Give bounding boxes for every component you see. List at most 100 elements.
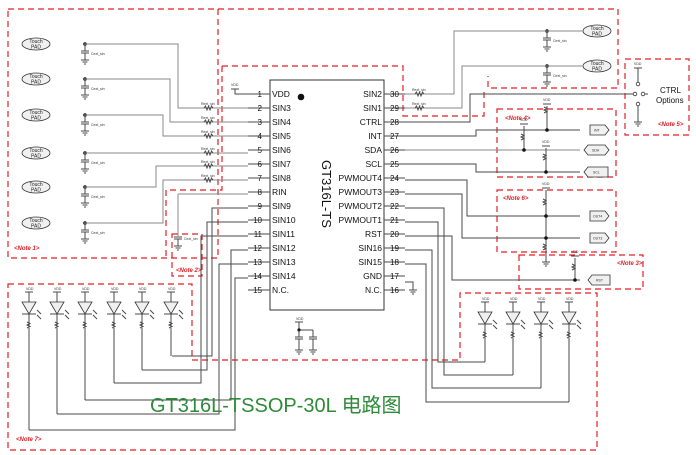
svg-text:Cext_sin: Cext_sin [553,39,567,43]
svg-text:Touch: Touch [29,39,43,45]
svg-text:VDD: VDD [482,297,490,301]
note-6-box [496,189,617,253]
svg-text:SIN15: SIN15 [358,257,382,267]
svg-text:PAD: PAD [31,45,41,51]
svg-text:19: 19 [390,244,399,253]
svg-text:Rext_sin: Rext_sin [412,88,426,92]
svg-text:Touch: Touch [29,110,43,116]
svg-text:16: 16 [390,286,399,295]
right-pin: SIN15 18 [358,257,405,267]
svg-text:SDA: SDA [365,145,383,155]
chip-top-box [222,65,485,117]
led: VDD [106,287,127,329]
svg-text:15: 15 [253,286,262,295]
svg-text:VDD: VDD [168,287,176,291]
signal-rst: RST [587,274,611,286]
resistor: Rext_sin [412,102,426,112]
svg-text:20: 20 [390,230,399,239]
svg-text:VDD: VDD [566,297,574,301]
svg-text:8: 8 [258,188,263,197]
svg-text:PAD: PAD [31,224,41,230]
svg-text:PAD: PAD [31,188,41,194]
svg-text:SDA: SDA [592,149,600,153]
svg-text:VDD: VDD [520,118,528,122]
svg-text:SIN10: SIN10 [272,215,296,225]
svg-text:SIN5: SIN5 [272,131,291,141]
pin1-vdd-wire [234,89,248,95]
gnd-wire [405,281,414,290]
svg-text:Cext_sin: Cext_sin [91,231,105,235]
svg-text:SIN7: SIN7 [272,159,291,169]
svg-text:PAD: PAD [592,67,602,73]
svg-text:SIN2: SIN2 [363,89,382,99]
svg-text:Rext_sin: Rext_sin [201,102,215,106]
series-resistors-left: Rext_sinRext_sinRext_sinRext_sinRext_sin… [201,102,215,184]
svg-text:PWMOUT4: PWMOUT4 [339,173,383,183]
svg-text:RST: RST [596,279,604,283]
svg-text:SIN8: SIN8 [272,173,291,183]
svg-text:14: 14 [253,272,262,281]
chip-part-number: GT316L-TS [319,160,334,228]
svg-text:SCL: SCL [365,159,382,169]
svg-text:VDD: VDD [542,140,550,144]
svg-text:7: 7 [258,174,263,183]
signal-sda: SDA [583,144,610,156]
led: VDD [561,297,582,339]
led: VDD [533,297,554,339]
svg-text:SIN16: SIN16 [358,243,382,253]
note-5-box [624,58,690,136]
svg-text:24: 24 [390,174,399,183]
left-pin: 3 SIN4 [248,117,291,127]
svg-text:SIN4: SIN4 [272,117,291,127]
svg-text:Rext_sin: Rext_sin [201,174,215,178]
note-5-label: <Note 5> [658,122,684,128]
svg-text:Rext_sin: Rext_sin [201,160,215,164]
svg-text:PAD: PAD [31,154,41,160]
svg-text:SIN14: SIN14 [272,271,296,281]
svg-text:3: 3 [258,118,263,127]
right-wires [405,30,636,403]
led: VDD [21,287,42,329]
note-1-box-right [218,8,619,89]
svg-text:N.C.: N.C. [272,285,289,295]
resistor: Rext_sin [201,160,215,170]
note-1-inner-box [165,66,223,258]
options-label: Options [656,96,684,105]
svg-text:27: 27 [390,132,399,141]
svg-text:Cext_sin: Cext_sin [91,195,105,199]
note-1-box [7,8,219,259]
signal-out3: OUT3 [589,232,610,244]
svg-text:SCL: SCL [593,171,600,175]
svg-text:13: 13 [253,258,262,267]
svg-text:PAD: PAD [31,116,41,122]
svg-text:18: 18 [390,258,399,267]
left-pin: 7 SIN8 [248,173,291,183]
svg-text:2: 2 [258,104,263,113]
svg-text:INT: INT [594,129,601,133]
svg-text:VDD: VDD [139,287,147,291]
svg-text:Touch: Touch [590,61,604,67]
svg-text:12: 12 [253,244,262,253]
right-pin: PWMOUT4 24 [339,173,405,183]
note-4-box [496,108,617,178]
svg-text:VDD: VDD [54,287,62,291]
svg-text:22: 22 [390,202,399,211]
svg-text:VDD: VDD [82,287,90,291]
ic-chip-body [269,79,385,311]
svg-text:Touch: Touch [29,218,43,224]
svg-text:CTRL: CTRL [360,117,382,127]
